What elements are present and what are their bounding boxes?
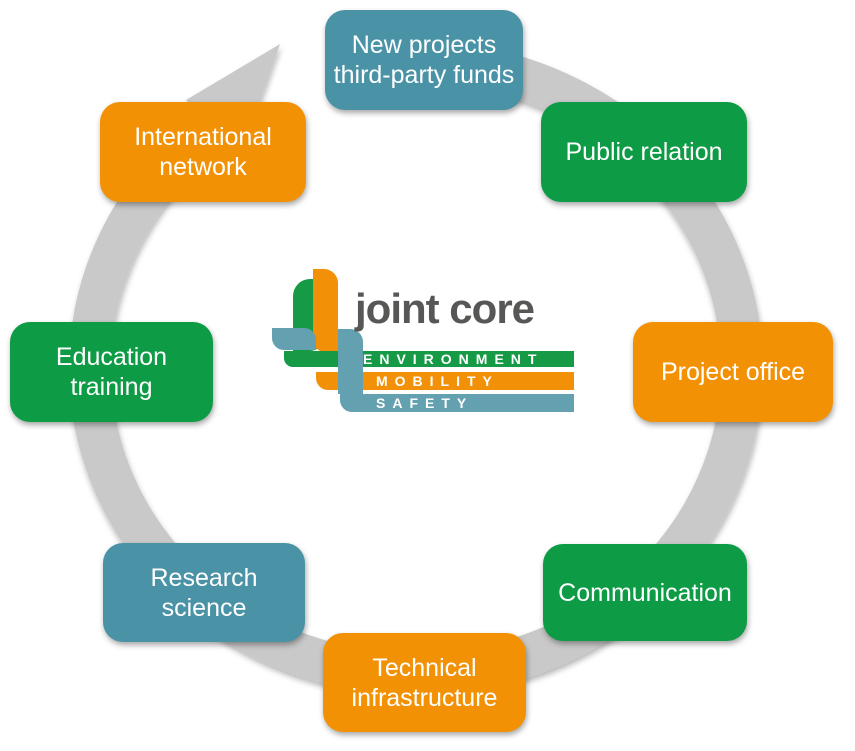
logo-leaf-teal-horizontal-icon bbox=[272, 328, 316, 350]
box-label-line: network bbox=[159, 153, 247, 181]
box-label-line: Research bbox=[150, 563, 258, 592]
box-label-line: Project office bbox=[660, 358, 806, 386]
box-label-line: International bbox=[134, 123, 272, 151]
joint-core-logo: ENVIRONMENT MOBILITY SAFETY joint core bbox=[272, 262, 574, 412]
diagram-box-new-projects: New projects third-party funds bbox=[325, 10, 523, 110]
diagram-box-public-relation: Public relation bbox=[541, 102, 747, 202]
box-label-line: infrastructure bbox=[351, 683, 498, 712]
logo-leaf-orange-icon bbox=[313, 269, 338, 352]
logo-bar-safety-label: SAFETY bbox=[376, 395, 474, 411]
diagram-box-research-science: Research science bbox=[103, 543, 305, 642]
diagram-box-project-office: Project office bbox=[633, 322, 833, 422]
box-label-line: training bbox=[70, 373, 153, 401]
logo-title: joint core bbox=[355, 285, 535, 332]
box-label-line: Technical bbox=[372, 653, 477, 682]
box-label-line: Education bbox=[55, 343, 168, 371]
diagram-box-communication: Communication bbox=[543, 544, 747, 641]
box-label-line: third-party funds bbox=[333, 61, 515, 89]
logo-bar-environment-label: ENVIRONMENT bbox=[363, 351, 544, 367]
diagram-box-international-network: International network bbox=[100, 102, 306, 202]
logo-bar-environment: ENVIRONMENT bbox=[284, 351, 574, 367]
logo-bar-mobility: MOBILITY bbox=[316, 372, 574, 390]
diagram-box-education-training: Education training bbox=[10, 322, 213, 422]
logo-bar-mobility-label: MOBILITY bbox=[376, 373, 499, 389]
logo-leaf-teal-vertical-icon bbox=[338, 329, 363, 394]
box-label-line: Communication bbox=[558, 578, 732, 607]
logo-bar-safety: SAFETY bbox=[340, 394, 574, 412]
box-label-line: New projects bbox=[351, 31, 497, 59]
diagram-box-technical-infrastructure: Technical infrastructure bbox=[323, 633, 526, 732]
box-label-line: science bbox=[161, 593, 247, 622]
box-label-line: Public relation bbox=[565, 138, 723, 166]
